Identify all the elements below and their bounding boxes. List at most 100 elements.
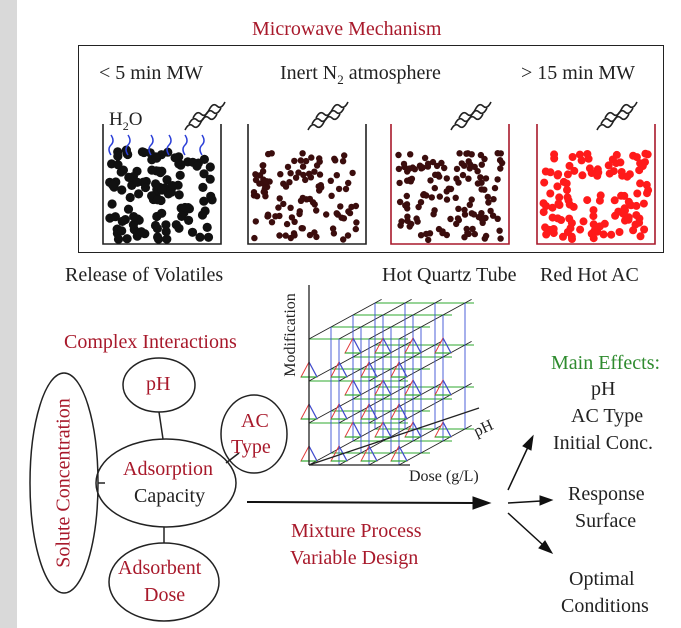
dose-label-1: Adsorbent [118, 557, 202, 579]
carbon-particle [490, 196, 497, 203]
carbon-particle [349, 169, 356, 177]
carbon-particle [482, 175, 490, 182]
carbon-particle [395, 165, 403, 173]
carbon-particle [420, 191, 427, 199]
carbon-particle [643, 150, 652, 159]
microwave-wave [184, 113, 218, 131]
carbon-particle [397, 222, 404, 229]
carbon-particle [197, 210, 208, 220]
carbon-particle [292, 174, 300, 181]
carbon-particle [129, 212, 139, 222]
carbon-particle [542, 230, 551, 239]
carbon-particle [171, 220, 181, 230]
carbon-particle [615, 228, 624, 236]
beaker-outline [390, 124, 510, 245]
carbon-particle [455, 179, 462, 186]
carbon-particle [589, 220, 598, 229]
carbon-particle [421, 154, 429, 162]
simplex-edge [308, 445, 318, 462]
carbon-particle [125, 192, 135, 203]
microwave-wave [458, 101, 492, 119]
long-mw-text: > 15 min MW [521, 62, 636, 84]
carbon-particle [110, 212, 120, 222]
simplex-edge [352, 379, 362, 396]
carbon-particle [396, 179, 403, 187]
carbon-particle [404, 205, 411, 212]
carbon-particle [290, 230, 298, 237]
carbon-particle [563, 228, 572, 236]
simplex-edge [368, 445, 378, 462]
short-mw-label: < 5 min MW [99, 62, 203, 85]
carbon-particle [557, 216, 566, 224]
arrow-optimal [507, 512, 544, 546]
carbon-particle [568, 153, 577, 161]
carbon-particle [453, 220, 460, 228]
carbon-particle [456, 150, 463, 157]
carbon-particle [643, 189, 651, 198]
carbon-particle [333, 172, 340, 179]
carbon-particle [184, 215, 194, 225]
beaker-illustrations [102, 101, 656, 245]
main-effects-title: Main Effects: [551, 352, 661, 374]
carbon-particle [459, 171, 467, 179]
carbon-particle [302, 176, 309, 184]
simplex-edge [382, 337, 392, 354]
carbon-particle [291, 218, 298, 225]
carbon-particle [277, 171, 284, 178]
carbon-particle [539, 208, 548, 217]
vapor-wisp [199, 134, 205, 156]
carbon-particle [199, 154, 209, 164]
carbon-particle [617, 168, 626, 176]
main-arrow-head [472, 496, 492, 510]
design-label-2: Variable Design [290, 547, 419, 569]
water-label: H2O [109, 109, 142, 134]
carbon-particle [330, 230, 338, 237]
carbon-particle [548, 203, 557, 212]
carbon-particle [352, 202, 360, 210]
arrow-main-effects-head [522, 434, 534, 451]
carbon-particle [610, 196, 619, 205]
carbon-particle [167, 181, 178, 191]
inert-suffix: atmosphere [343, 62, 441, 84]
carbon-particle [540, 178, 549, 187]
microwave-wave [604, 101, 638, 119]
carbon-particle [276, 232, 283, 239]
grid-line [398, 425, 472, 466]
capacity-ellipse [95, 438, 237, 528]
carbon-particle [202, 222, 212, 232]
optimal-label-2: Conditions [561, 595, 649, 617]
carbon-particle [295, 169, 302, 176]
short-mw-text: < 5 min MW [99, 62, 204, 84]
carbon-particle [162, 175, 172, 185]
carbon-particle [443, 175, 450, 182]
carbon-particle [565, 200, 574, 209]
carbon-particle [496, 227, 503, 234]
vapor-wisp [108, 134, 114, 156]
carbon-particle [299, 225, 306, 232]
ph-ellipse [122, 357, 196, 413]
ac-type-label-2: Type [231, 436, 271, 458]
carbon-particle [497, 150, 504, 157]
response-label-1: Response [568, 483, 645, 505]
carbon-particle [576, 225, 585, 234]
microwave-wave [454, 107, 488, 125]
carbon-particle [424, 163, 432, 170]
carbon-particle [469, 225, 476, 233]
carbon-particle [416, 162, 424, 169]
connector-ac-type [225, 452, 240, 464]
carbon-particle [284, 163, 292, 171]
simplex-edge [412, 379, 422, 396]
carbon-particle [482, 232, 490, 240]
carbon-particle [465, 175, 472, 182]
carbon-particle [427, 177, 434, 184]
carbon-particle [203, 232, 214, 242]
carbon-particle [260, 188, 267, 196]
effect-initial-conc: Initial Conc. [553, 432, 653, 454]
solute-ellipse [29, 372, 99, 594]
carbon-particle [136, 227, 146, 237]
arrow-response-head [539, 495, 554, 506]
simplex-edge [338, 361, 348, 378]
carbon-particle [593, 171, 602, 180]
carbon-particle [436, 173, 443, 180]
carbon-particle [624, 197, 633, 206]
